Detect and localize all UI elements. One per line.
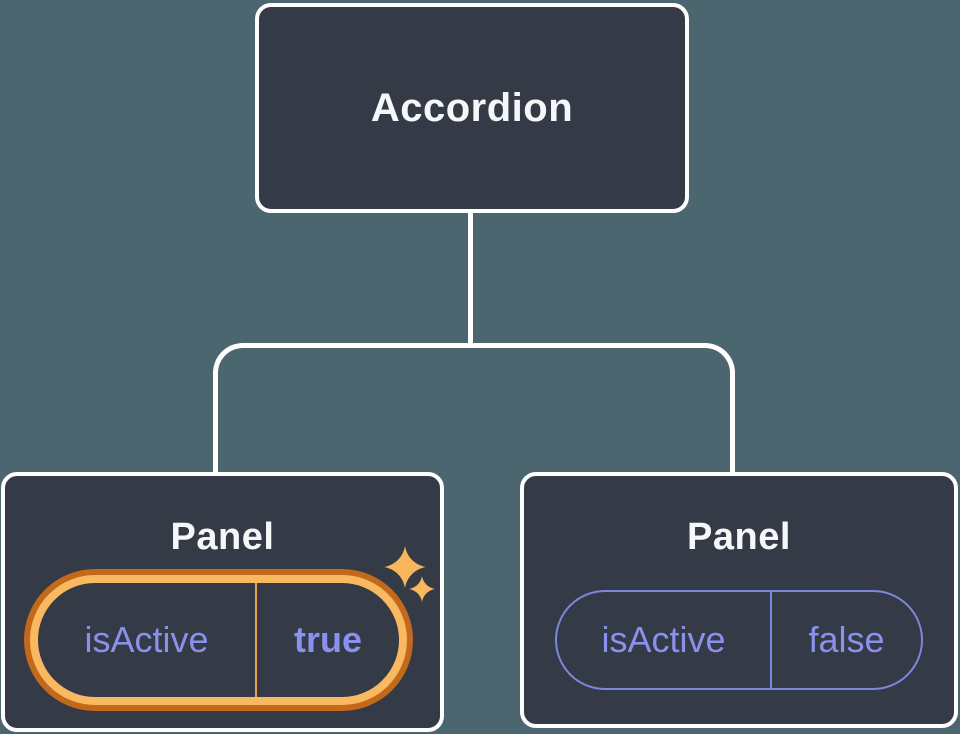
sparkle-large-icon: [384, 546, 426, 588]
accordion-label: Accordion: [370, 85, 574, 130]
state-value-cell: false: [772, 592, 921, 688]
panel-node-active: Panel isActive true: [1, 472, 444, 732]
sparkle-small-icon: [409, 576, 435, 602]
state-value-label: false: [808, 619, 885, 660]
state-key-cell: isActive: [38, 583, 255, 697]
pill-divider: [770, 592, 772, 688]
connector-vertical-line: [468, 211, 473, 345]
state-key-cell: isActive: [557, 592, 770, 688]
sparkles-icon: [383, 544, 441, 604]
panel-label: Panel: [170, 516, 275, 558]
state-value-label: true: [293, 619, 362, 660]
panel-label: Panel: [687, 516, 791, 558]
state-value-cell: true: [257, 583, 399, 697]
panel-node-inactive: Panel isActive false: [520, 472, 958, 728]
state-pill-active: isActive true: [30, 575, 407, 705]
state-key-label: isActive: [601, 619, 726, 660]
accordion-node: Accordion: [255, 3, 689, 213]
state-key-label: isActive: [84, 619, 209, 660]
pill-divider: [255, 583, 257, 697]
state-pill-inactive: isActive false: [555, 590, 923, 690]
connector-branch: [213, 343, 735, 474]
